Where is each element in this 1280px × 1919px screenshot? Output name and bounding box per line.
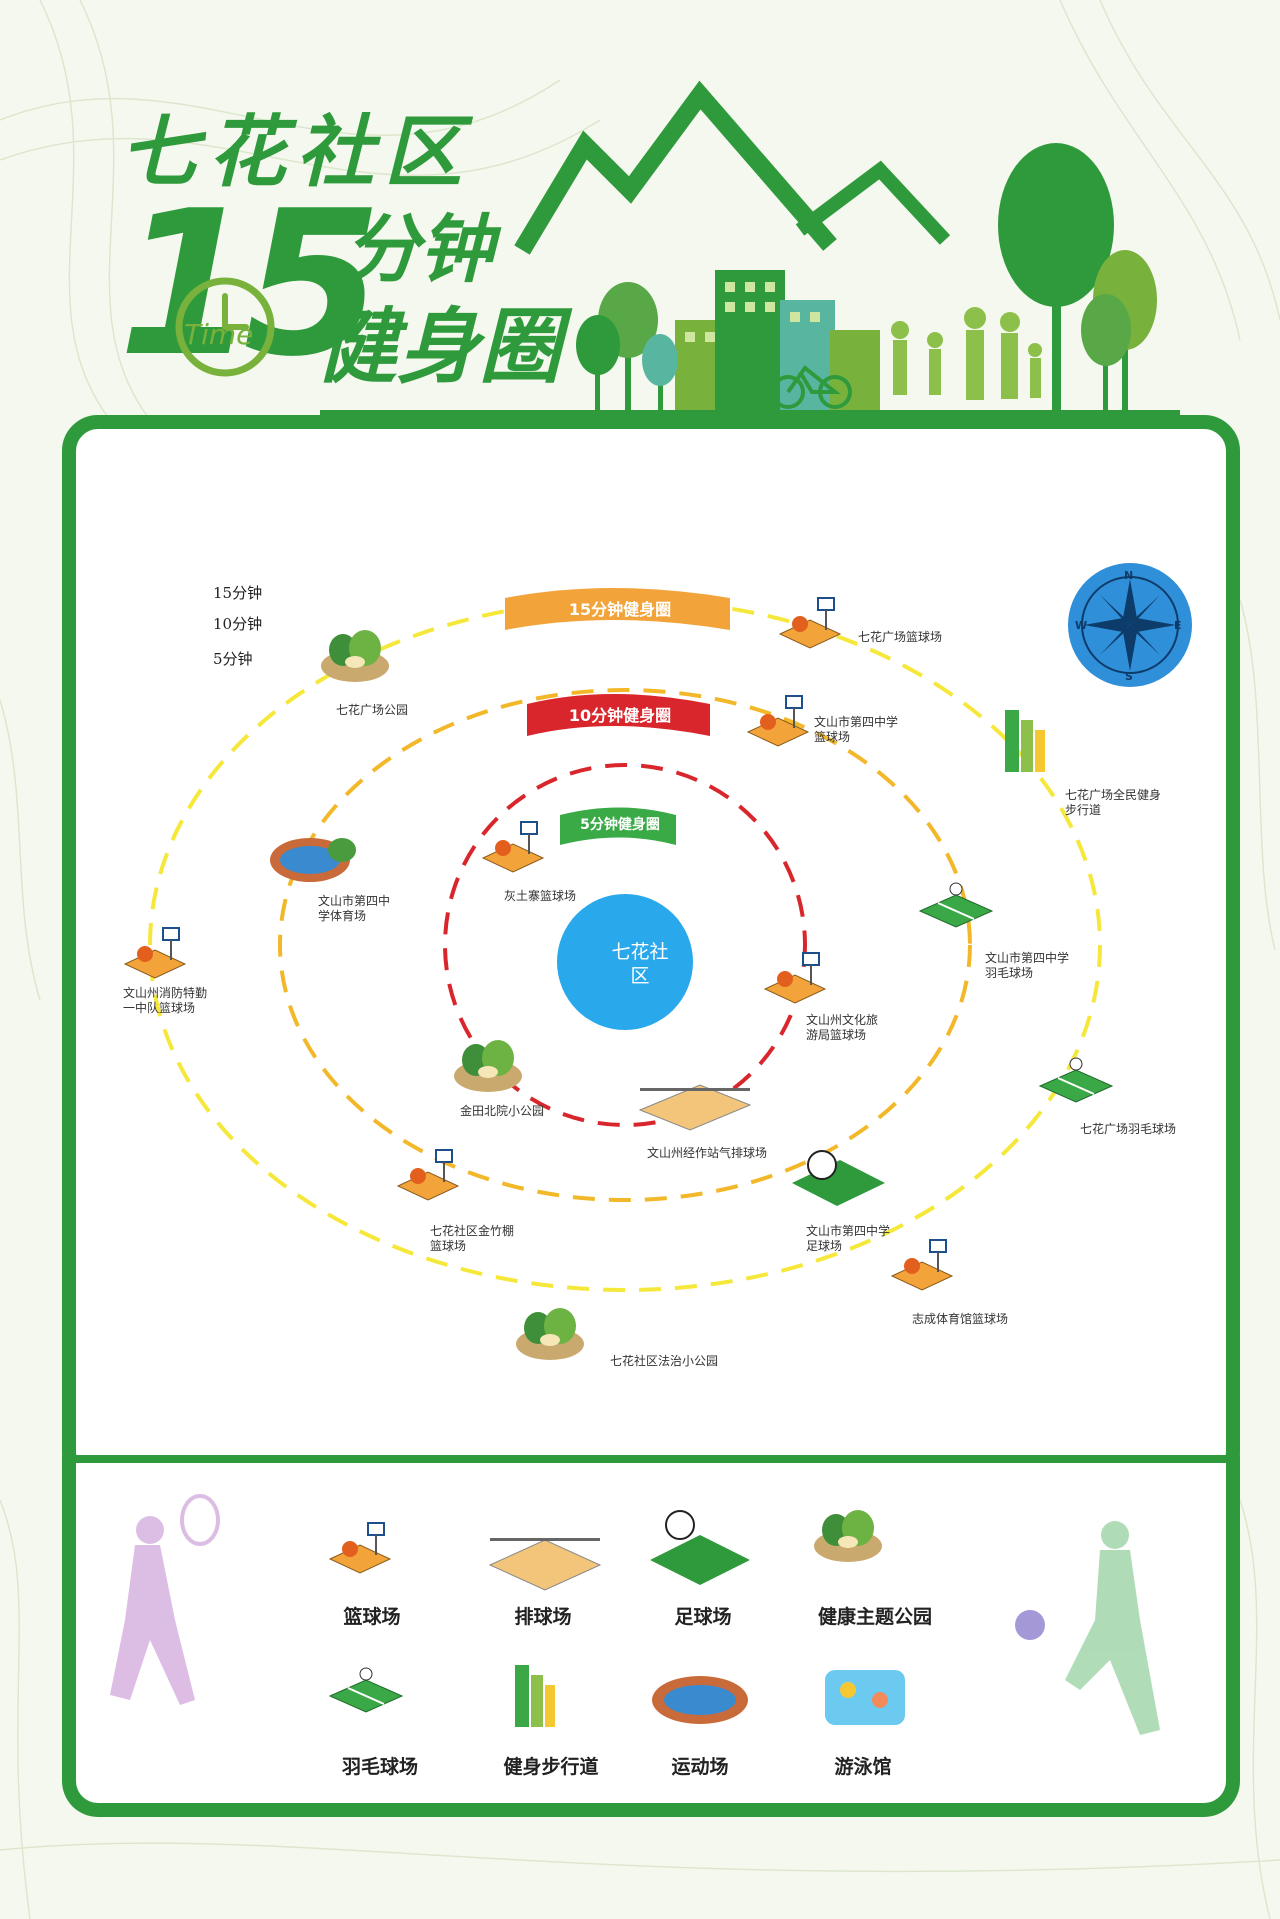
legend-trail-icon [515,1665,555,1727]
ring-15-banner [505,588,730,630]
label-line: 七花广场全民健身 [1065,788,1162,802]
label-line: 篮球场 [430,1239,467,1253]
label-no4-school-badminton: 文山市第四中学 羽毛球场 [985,951,1069,981]
label-qihua-square-basketball: 七花广场篮球场 [858,630,943,644]
label-weather-station-volleyball: 文山州经作站气排球场 [647,1146,768,1160]
roof-outline-icon [514,80,837,255]
legend-pool-label: 游泳馆 [834,1756,892,1778]
legend-volleyball-icon [488,1538,602,1591]
community-title: 七花社区 [120,107,473,198]
ring-10-label: 10分钟健身圈 [568,706,672,725]
label-qihua-fitness-trail: 七花广场全民健身 步行道 [1065,788,1161,818]
label-line: 一中队篮球场 [123,1001,196,1015]
center-community-label: 七花社 区 [590,940,690,988]
legend-trail-label: 健身步行道 [503,1756,599,1778]
label-line: 文山市第四中学 [806,1224,891,1238]
label-no4-school-football: 文山市第四中学 足球场 [806,1224,890,1254]
legend-park-label: 健康主题公园 [817,1606,932,1628]
legend-pool-icon [825,1670,905,1725]
label-line: 文山市第四中 [318,894,391,908]
label-qihua-square-badminton: 七花广场羽毛球场 [1080,1122,1177,1136]
label-fire-brigade-basketball: 文山州消防特勤 一中队篮球场 [123,986,207,1016]
legend-football-icon [650,1510,750,1585]
label-line: 步行道 [1065,803,1102,817]
legend-panel [62,1455,1240,1817]
label-culture-bureau-basketball: 文山州文化旅 游局篮球场 [806,1013,878,1043]
legend-basketball-label: 篮球场 [343,1606,401,1628]
volleyball-court-icon [638,1084,752,1131]
label-zhicheng-basketball: 志成体育馆篮球场 [912,1312,1009,1326]
label-line: 文山市第四中学 [814,715,899,729]
label-jintian-park: 金田北院小公园 [460,1104,545,1118]
compass-west-label: W [1075,619,1088,632]
center-label-line-1: 七花社 [611,941,669,963]
center-label-line-2: 区 [630,965,650,987]
legend-badminton-label: 羽毛球场 [341,1756,418,1778]
label-law-park: 七花社区法治小公园 [610,1354,719,1368]
legend-badminton-icon [329,1667,403,1713]
label-line: 篮球场 [814,730,851,744]
clock-word: Time [184,318,254,351]
ring-10-min [278,688,972,1202]
tree-icons [576,143,1157,410]
family-silhouette-icon [891,307,1042,400]
bicycle-icon [771,365,852,409]
stadium-icon [270,838,356,882]
label-no4-school-stadium: 文山市第四中 学体育场 [318,894,390,924]
label-qihua-square-park: 七花广场公园 [336,703,409,717]
legend-stadium-icon [652,1676,748,1724]
center-community-circle [557,894,693,1030]
ring-15-label: 15分钟健身圈 [568,600,672,619]
minutes-title: 分钟 [345,207,493,293]
compass-north-label: N [1124,569,1134,582]
ring-5-banner [560,807,676,845]
ring-legend-10: 10分钟 [213,615,263,633]
compass-south-label: S [1125,670,1133,683]
tennis-player-silhouette-icon [110,1494,220,1705]
legend-stadium-label: 运动场 [671,1756,729,1778]
compass-east-label: E [1174,619,1182,632]
ring-5-min [443,763,807,1127]
label-line: 羽毛球场 [985,966,1034,980]
label-line: 七花社区金竹棚 [430,1224,515,1238]
label-line: 游局篮球场 [806,1028,867,1042]
legend-park-icon [814,1510,882,1562]
label-huishi-basketball: 灰土寨篮球场 [504,889,577,903]
legend-volleyball-label: 排球场 [514,1606,572,1628]
fitness-circle-title: 健身圈 [315,300,561,395]
volleyball-player-silhouette-icon [1015,1521,1160,1735]
label-no4-school-basketball: 文山市第四中学 篮球场 [814,715,898,745]
ring-5-label: 5分钟健身圈 [580,817,660,833]
ring-10-banner [527,694,710,736]
clock-icon [175,277,275,377]
compass-icon [1068,563,1192,687]
legend-football-label: 足球场 [674,1606,732,1628]
legend-basketball-icon [329,1522,391,1574]
label-line: 学体育场 [318,909,367,923]
label-line: 文山市第四中学 [985,951,1070,965]
ring-legend-15: 15分钟 [213,584,263,602]
football-field-icon [792,1150,885,1206]
label-line: 文山州文化旅 [806,1013,879,1027]
ring-legend-5: 5分钟 [213,650,253,668]
ring-15-min [148,598,1102,1292]
label-line: 足球场 [806,1239,843,1253]
label-jinzhupeng-basketball: 七花社区金竹棚 篮球场 [430,1224,514,1254]
label-line: 文山州消防特勤 [123,986,208,1000]
